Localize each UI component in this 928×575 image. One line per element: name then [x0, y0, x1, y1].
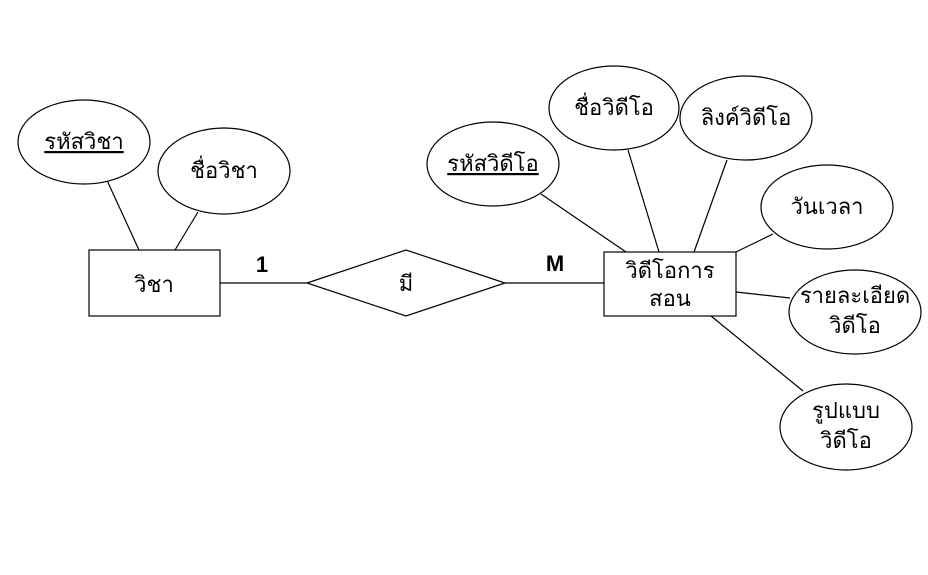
attribute-subject-name: ชื่อวิชา: [157, 127, 291, 215]
entity-video-label-line2: สอน: [649, 287, 691, 312]
relationship-label: มี: [399, 272, 414, 297]
attribute-subject-id-label: รหัสวิชา: [44, 130, 123, 155]
entity-subject-label: วิชา: [134, 273, 174, 298]
entity-subject-box: [88, 249, 221, 317]
connectors: [104, 149, 804, 392]
attribute-video-id: รหัสวิดีโอ: [426, 121, 560, 207]
attribute-video-format-label-line1: รูปแบบ: [812, 399, 880, 424]
attribute-video-format-ellipse: [779, 383, 913, 471]
entity-subject: วิชา: [88, 249, 221, 317]
attribute-subject-name-ellipse: [157, 127, 291, 215]
cardinality-left: 1: [256, 252, 268, 277]
attribute-video-detail: รายละเอียด วิดีโอ: [788, 269, 922, 355]
attribute-video-detail-label-line2: วิดีโอ: [829, 313, 881, 339]
attribute-video-name: ชื่อวิดีโอ: [548, 65, 680, 151]
line-subject-id: [104, 175, 140, 251]
line-video-id: [540, 193, 627, 253]
attribute-video-id-label: รหัสวิดีโอ: [447, 151, 538, 177]
line-video-name: [627, 149, 660, 253]
relationship-diamond: [305, 249, 507, 317]
line-subject-name: [174, 211, 199, 251]
attribute-video-format: รูปแบบ วิดีโอ: [779, 383, 913, 471]
attribute-subject-id-ellipse: [17, 99, 151, 185]
entity-video-box: [603, 251, 737, 317]
attribute-subject-id: รหัสวิชา: [17, 99, 151, 185]
line-detail: [735, 291, 791, 299]
cardinality-right: M: [546, 251, 564, 276]
line-format: [710, 315, 804, 392]
attribute-video-name-label: ชื่อวิดีโอ: [574, 92, 654, 121]
attribute-datetime: วันเวลา: [760, 164, 894, 250]
attribute-video-id-ellipse: [426, 121, 560, 207]
entity-video-label-line1: วิดีโอการ: [625, 258, 715, 284]
attribute-video-link-label: ลิงค์วิดีโอ: [701, 105, 792, 131]
entity-teaching-video: วิดีโอการ สอน: [603, 251, 737, 317]
attribute-video-name-ellipse: [548, 65, 680, 151]
line-video-link: [693, 159, 728, 253]
attribute-datetime-ellipse: [760, 164, 894, 250]
attribute-video-detail-label-line1: รายละเอียด: [800, 284, 910, 309]
line-datetime: [735, 233, 774, 253]
attribute-subject-name-label: ชื่อวิชา: [190, 155, 258, 184]
attribute-video-format-label-line2: วิดีโอ: [820, 428, 872, 454]
attribute-video-link-ellipse: [679, 75, 813, 161]
attribute-video-link: ลิงค์วิดีโอ: [679, 75, 813, 161]
attribute-video-detail-ellipse: [788, 269, 922, 355]
relationship-has: มี: [305, 249, 507, 317]
attribute-datetime-label: วันเวลา: [790, 195, 863, 220]
